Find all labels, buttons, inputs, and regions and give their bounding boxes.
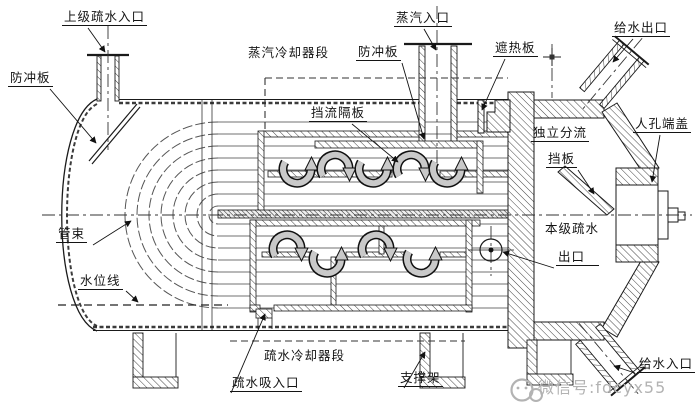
label-flow-baffle: 挡流隔板	[309, 105, 368, 123]
label-drain-cooler-section: 疏水冷却器段	[264, 348, 346, 363]
wechat-icon	[510, 378, 543, 402]
feedwater-inlet-pipe	[575, 322, 646, 397]
watermark-text: 微信号:fdcyx55	[538, 378, 667, 397]
impingement-plate-left	[88, 103, 141, 165]
label-steam-inlet: 蒸汽入口	[394, 10, 453, 28]
label-steam-cooler-section: 蒸汽冷却器段	[248, 45, 330, 60]
label-water-level-line: 水位线	[78, 273, 123, 291]
label-manhole-end-cover: 人孔端盖	[633, 116, 692, 134]
tube-sheet	[477, 91, 535, 349]
feedwater-outlet-pipe	[579, 35, 650, 110]
steam-inlet-nozzle	[404, 42, 472, 145]
splitter-baffle-plate	[557, 165, 615, 216]
section-boundaries	[230, 77, 508, 342]
leader-lines	[49, 27, 661, 394]
label-local-drain-outlet-line1: 本级疏水	[545, 221, 600, 236]
label-feedwater-inlet: 给水入口	[637, 356, 696, 374]
label-heat-shield-plate: 遮热板	[493, 40, 538, 58]
center-divider-plate	[217, 209, 509, 219]
label-impingement-plate-center: 防冲板	[356, 44, 401, 62]
label-drain-suction-inlet: 疏水吸入口	[230, 375, 302, 393]
steam-cooler-internals	[257, 130, 509, 214]
datum-cross	[543, 48, 561, 66]
water-chamber	[533, 99, 660, 341]
label-impingement-plate-left: 防冲板	[8, 70, 53, 88]
label-upper-drain-inlet: 上级疏水入口	[62, 9, 148, 27]
heat-shield-strip	[477, 99, 485, 134]
label-support-frame: 支撑架	[398, 370, 443, 388]
drain-outlet-symbol	[468, 238, 514, 262]
label-splitter-baffle-line1: 独立分流	[531, 125, 590, 143]
label-feedwater-outlet: 给水出口	[612, 20, 671, 38]
label-local-drain-outlet-line2: 出口	[556, 249, 600, 267]
label-splitter-baffle-line2: 挡板	[546, 151, 578, 169]
label-tube-bundle: 管束	[56, 226, 88, 244]
heat-shield-plate-block	[486, 99, 511, 133]
